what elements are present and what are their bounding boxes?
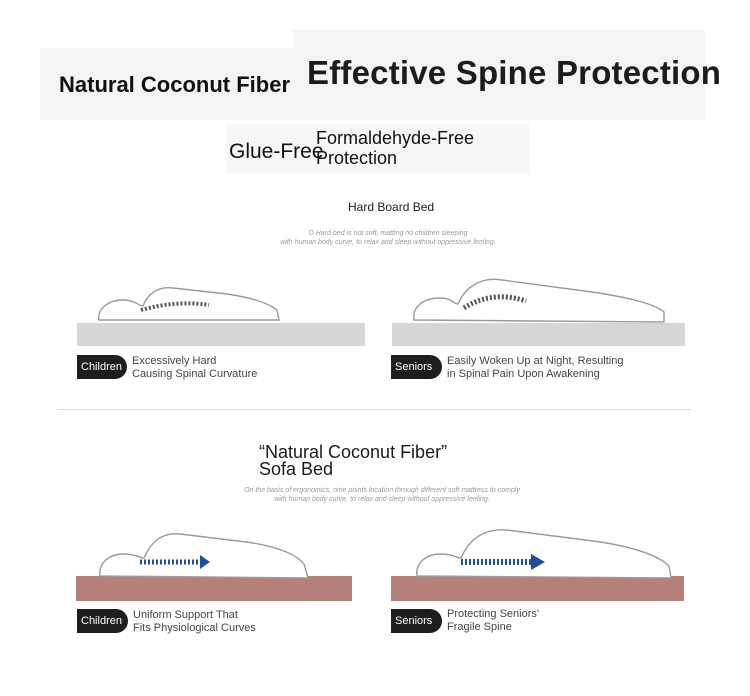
seniors-tag: Seniors xyxy=(391,609,442,633)
sleeping-body-outline xyxy=(413,278,665,323)
sofa-title-line-2: Sofa Bed xyxy=(259,459,334,479)
caption-line-2: Causing Spinal Curvature xyxy=(132,368,258,380)
seniors-hard-caption: Easily Woken Up at Night, Resulting in S… xyxy=(447,355,624,381)
sofa-note-line-1: On the basis of ergonomics, nine points … xyxy=(244,487,520,494)
sofa-title-line-1: “Natural Coconut Fiber” xyxy=(259,442,448,462)
seniors-tag: Seniors xyxy=(391,355,442,379)
caption-line-1: Excessively Hard xyxy=(132,355,217,367)
hard-note-line-1: O Hard bed is not soft, matting no child… xyxy=(308,230,468,237)
caption-line-1: Protecting Seniors' xyxy=(447,608,539,620)
coconut-mattress xyxy=(76,576,352,601)
coconut-mattress xyxy=(391,576,684,601)
spine-arrow xyxy=(200,555,210,569)
header-band-right xyxy=(293,30,705,120)
children-tag: Children xyxy=(77,609,128,633)
sofa-bed-title: “Natural Coconut Fiber” Sofa Bed xyxy=(259,442,448,479)
header-band-left xyxy=(40,48,300,120)
seniors-sofa-bed-illustration xyxy=(391,529,684,601)
children-hard-bed-illustration xyxy=(77,287,365,346)
hard-board-note: O Hard bed is not soft, matting no child… xyxy=(258,229,518,247)
sofa-bed-note: On the basis of ergonomics, nine points … xyxy=(222,486,542,504)
caption-line-2: Fits Physiological Curves xyxy=(133,622,256,634)
seniors-sofa-caption: Protecting Seniors' Fragile Spine xyxy=(447,608,539,634)
seniors-hard-bed-illustration xyxy=(392,278,685,346)
product-name-heading: Natural Coconut Fiber xyxy=(59,72,291,97)
glue-free-label: Glue-Free xyxy=(229,140,324,163)
caption-line-1: Easily Woken Up at Night, Resulting xyxy=(447,355,624,367)
hard-board xyxy=(392,323,685,346)
caption-line-1: Uniform Support That xyxy=(133,609,238,621)
sleeping-body-outline xyxy=(416,529,672,579)
children-tag: Children xyxy=(77,355,127,379)
hard-board-title: Hard Board Bed xyxy=(348,200,435,214)
sleeping-body-outline xyxy=(99,533,309,579)
children-sofa-bed-illustration xyxy=(76,533,352,601)
section-divider xyxy=(57,409,691,410)
children-sofa-caption: Uniform Support That Fits Physiological … xyxy=(133,609,256,635)
formaldehyde-line-2: Protection xyxy=(316,148,398,168)
formaldehyde-line-1: Formaldehyde-Free xyxy=(316,128,475,148)
hard-note-line-2: with human body curve, to relax and slee… xyxy=(280,239,496,246)
spine-protection-heading: Effective Spine Protection xyxy=(307,54,722,91)
formaldehyde-free-label: Formaldehyde-Free Protection xyxy=(316,128,516,168)
spine-arrow xyxy=(531,554,545,570)
feature-band xyxy=(227,124,529,174)
spine-line xyxy=(462,294,527,311)
sofa-note-line-2: with human body curve, to relax and slee… xyxy=(274,496,490,503)
caption-line-2: Fragile Spine xyxy=(447,621,512,633)
hard-board xyxy=(77,323,365,346)
children-hard-caption: Excessively Hard Causing Spinal Curvatur… xyxy=(132,355,257,381)
caption-line-2: in Spinal Pain Upon Awakening xyxy=(447,368,600,380)
